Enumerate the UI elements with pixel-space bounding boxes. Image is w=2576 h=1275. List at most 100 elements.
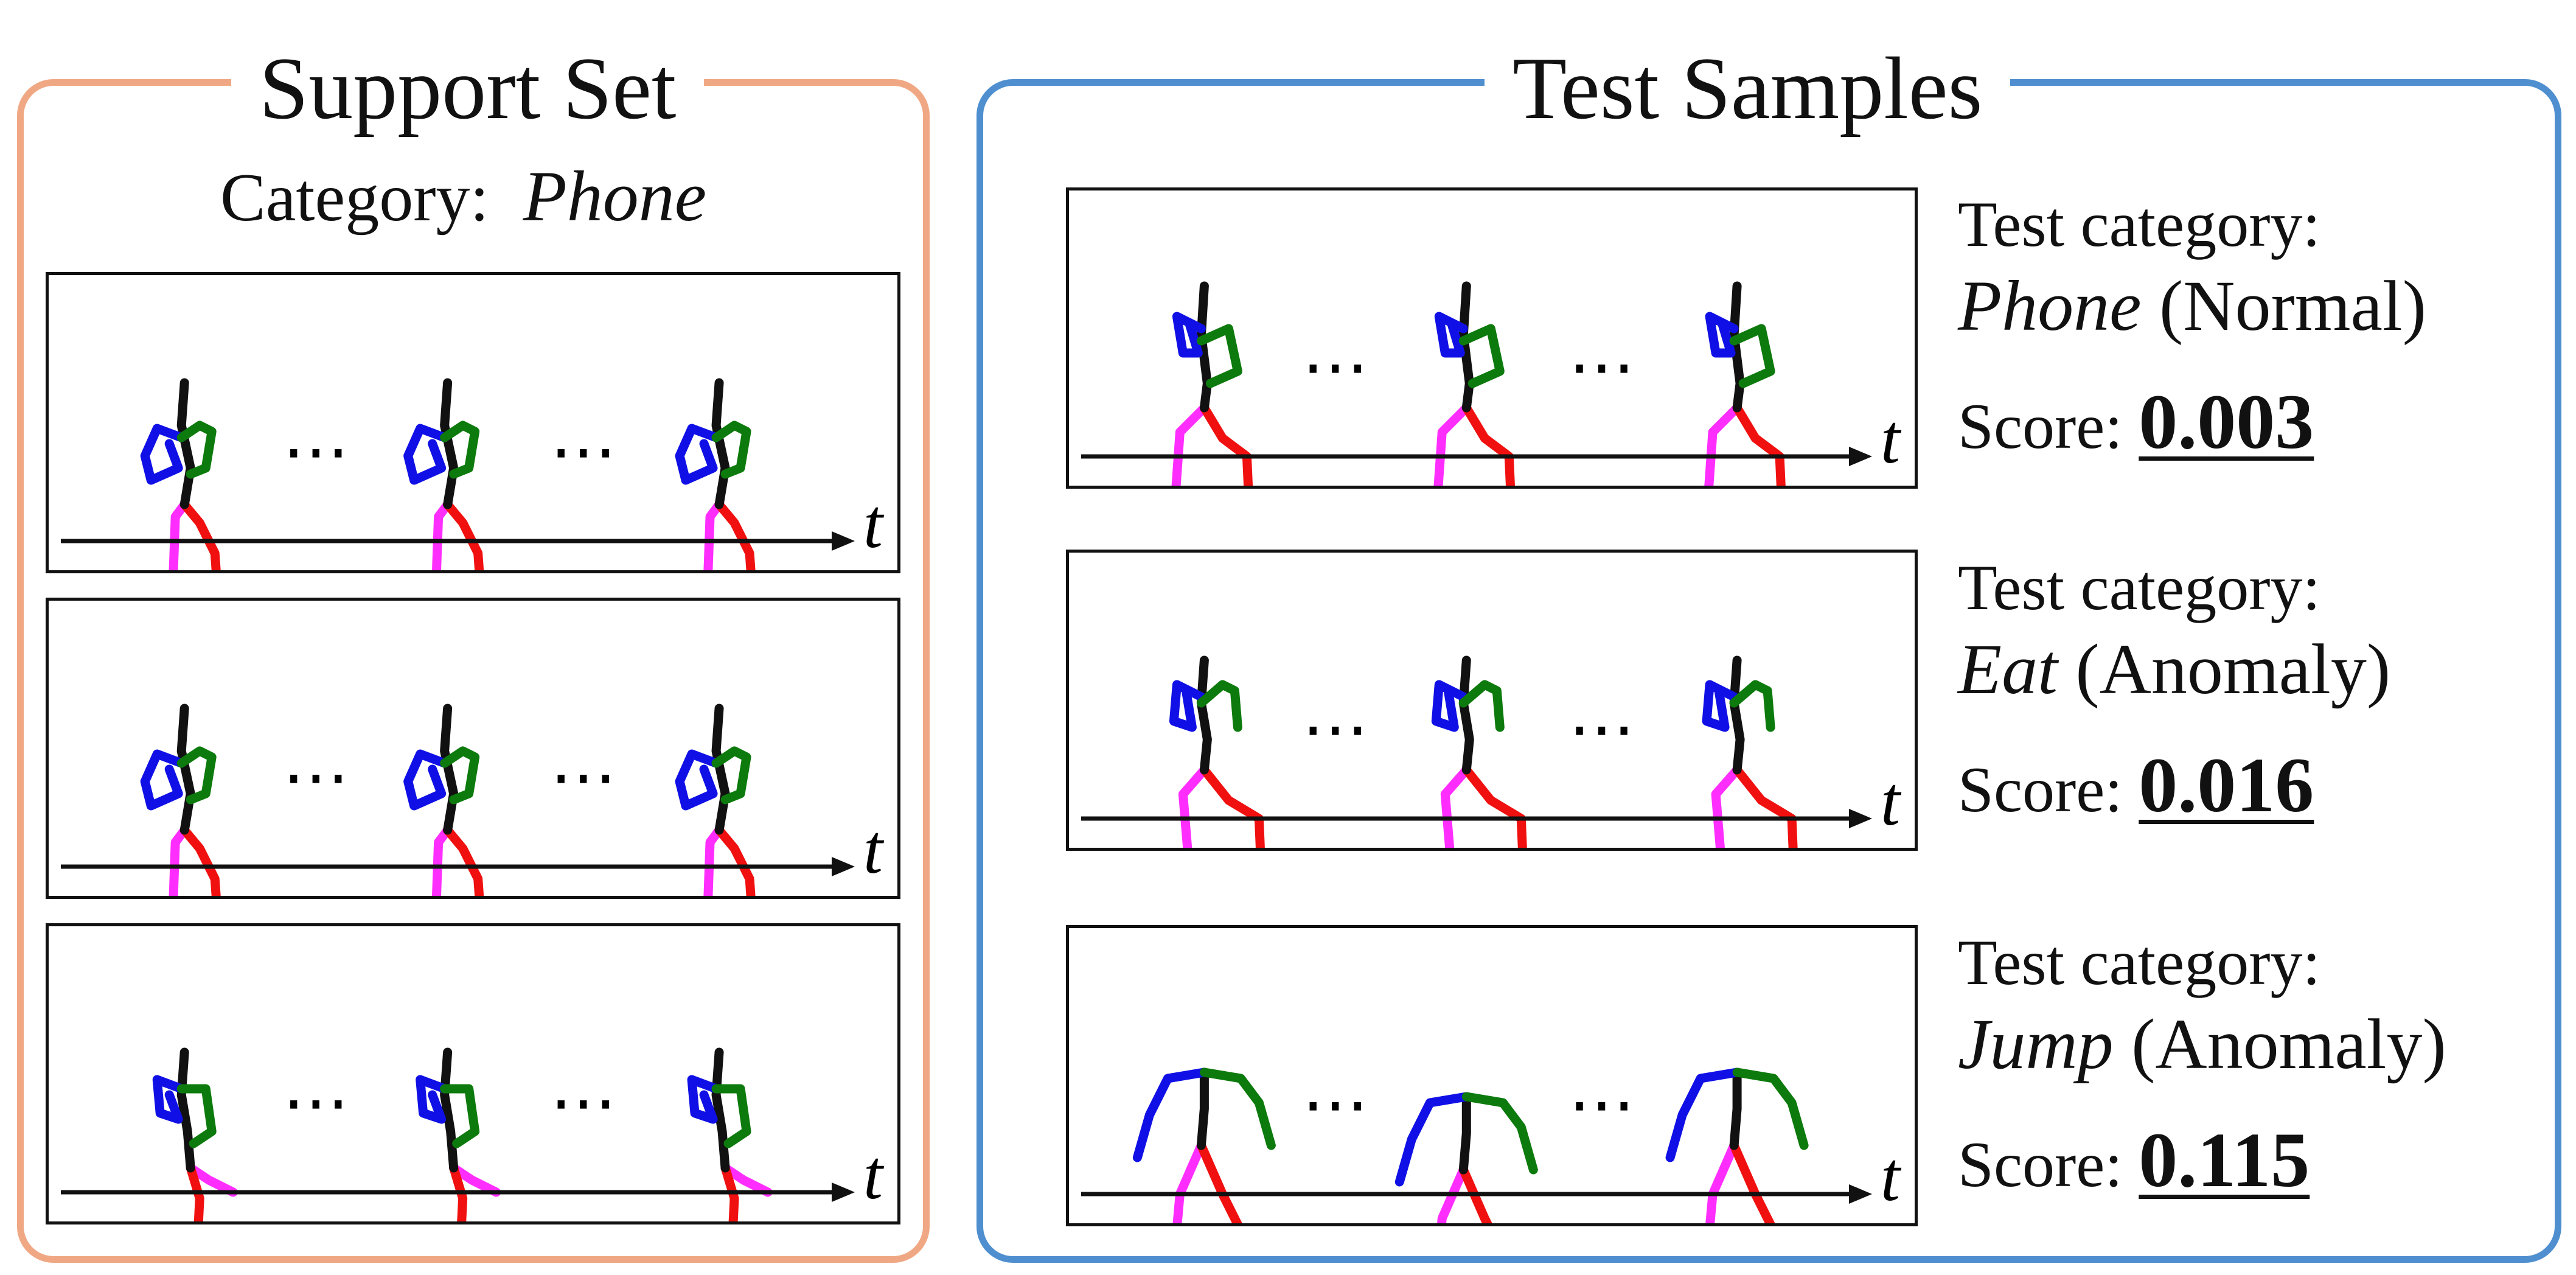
test-category-label: Test category: bbox=[1958, 927, 2320, 998]
test-sequence-phone: ⋯ ⋯ t bbox=[1066, 187, 1918, 489]
skeleton-limb bbox=[1196, 1141, 1242, 1223]
time-axis-label: t bbox=[1881, 1138, 1902, 1215]
skeleton-limb bbox=[1729, 1067, 1742, 1150]
skeleton-limb bbox=[1458, 655, 1474, 775]
test-info-3: Test category: Jump (Anomaly) Score: 0.1… bbox=[1958, 927, 2446, 1210]
support-sequence-1: ⋯ ⋯ t bbox=[46, 272, 900, 573]
skeleton-limb bbox=[449, 1163, 501, 1197]
ellipsis: ⋯ bbox=[550, 412, 617, 490]
time-axis-label: t bbox=[863, 485, 885, 562]
skeleton-limb bbox=[711, 421, 751, 479]
test-category-name: Jump (Anomaly) bbox=[1958, 999, 2446, 1090]
test-category-status: (Anomaly) bbox=[2075, 629, 2391, 709]
ellipsis: ⋯ bbox=[550, 1063, 617, 1141]
skeleton-limb bbox=[176, 746, 217, 805]
time-axis-arrow bbox=[1849, 447, 1872, 466]
skeleton-limb bbox=[703, 500, 724, 570]
skeleton-limb bbox=[711, 746, 751, 805]
skeleton-limb bbox=[1196, 655, 1212, 775]
time-axis-arrow bbox=[832, 1182, 855, 1202]
skeleton-limb bbox=[1199, 403, 1253, 486]
test-sequence-jump: ⋯⋯t bbox=[1066, 925, 1918, 1226]
skeleton-limb bbox=[152, 1075, 186, 1124]
skeleton-limb bbox=[1729, 680, 1775, 732]
test-category-name: Eat (Anomaly) bbox=[1958, 624, 2390, 715]
skeleton-limb bbox=[1196, 324, 1242, 388]
skeleton-limb bbox=[1732, 403, 1786, 486]
skeleton-limb bbox=[675, 749, 721, 811]
skeleton-limb bbox=[714, 500, 756, 570]
skeleton-limb bbox=[1169, 680, 1206, 732]
skeleton-limb bbox=[711, 1047, 730, 1173]
skeleton-limb bbox=[169, 825, 189, 896]
skeleton-limb bbox=[403, 424, 450, 485]
skeleton-limb bbox=[1729, 281, 1745, 413]
skeleton-limb bbox=[176, 704, 195, 835]
skeleton-limb bbox=[1172, 312, 1206, 358]
support-sequence-2-figures: ⋯ ⋯ t bbox=[61, 704, 885, 896]
support-sequence-1-figures: ⋯ ⋯ t bbox=[61, 378, 885, 570]
test-sequence-eat-figures: ⋯⋯t bbox=[1081, 655, 1902, 848]
skeleton-limb bbox=[1437, 1165, 1468, 1223]
test-category-name: Phone (Normal) bbox=[1958, 260, 2426, 352]
skeleton-limb bbox=[440, 1084, 480, 1148]
ellipsis: ⋯ bbox=[550, 738, 617, 816]
ellipsis: ⋯ bbox=[1568, 327, 1635, 405]
skeleton-limb bbox=[1461, 403, 1515, 486]
ellipsis: ⋯ bbox=[1568, 690, 1635, 767]
skeleton-limb bbox=[432, 825, 453, 896]
skeleton-limb bbox=[1394, 1092, 1471, 1187]
skeleton-limb bbox=[176, 421, 217, 479]
skeleton-limb bbox=[1705, 1141, 1739, 1223]
skeleton-limb bbox=[1431, 680, 1468, 732]
time-axis-label: t bbox=[1881, 763, 1902, 840]
time-axis-arrow bbox=[832, 857, 855, 876]
time-axis-label: t bbox=[863, 811, 885, 888]
skeleton-limb bbox=[1458, 1165, 1492, 1223]
score-value: 0.115 bbox=[2139, 1117, 2310, 1203]
skeleton-limb bbox=[443, 500, 484, 570]
test-category-status: (Normal) bbox=[2159, 266, 2426, 346]
skeleton-limb bbox=[1711, 765, 1742, 848]
skeleton-limb bbox=[140, 749, 186, 811]
skeleton-limb bbox=[1178, 765, 1209, 848]
skeleton-limb bbox=[1729, 324, 1775, 388]
skeleton-limb bbox=[440, 421, 480, 479]
skeleton-limb bbox=[1458, 1092, 1471, 1175]
support-category-label: Category: bbox=[220, 160, 489, 236]
ellipsis: ⋯ bbox=[282, 738, 349, 816]
skeleton-limb bbox=[1199, 765, 1265, 848]
score-line: Score: 0.003 bbox=[1958, 376, 2426, 472]
skeleton-limb bbox=[179, 825, 221, 896]
skeleton-limb bbox=[1732, 1067, 1809, 1150]
test-info-2: Test category: Eat (Anomaly) Score: 0.01… bbox=[1958, 552, 2390, 836]
skeleton-limb bbox=[1440, 765, 1471, 848]
ellipsis: ⋯ bbox=[282, 1063, 349, 1141]
skeleton-limb bbox=[1665, 1067, 1742, 1162]
skeleton-limb bbox=[440, 746, 480, 805]
test-sequence-phone-figures: ⋯ ⋯ t bbox=[1081, 281, 1902, 486]
skeleton-limb bbox=[675, 424, 721, 485]
skeleton-limb bbox=[440, 704, 459, 835]
ellipsis: ⋯ bbox=[282, 412, 349, 490]
test-category-value: Eat bbox=[1958, 629, 2058, 709]
test-category-value: Phone bbox=[1958, 266, 2142, 346]
skeleton-limb bbox=[1434, 312, 1468, 358]
skeleton-limb bbox=[1196, 1067, 1209, 1150]
skeleton-limb bbox=[1461, 765, 1527, 848]
test-sequence-eat: ⋯⋯t bbox=[1066, 550, 1918, 851]
skeleton-limb bbox=[711, 704, 730, 835]
score-value: 0.003 bbox=[2139, 379, 2314, 465]
skeleton-limb bbox=[1702, 680, 1739, 732]
skeleton-limb bbox=[1196, 680, 1242, 732]
skeleton-limb bbox=[440, 378, 459, 509]
skeleton-limb bbox=[1458, 281, 1474, 413]
ellipsis: ⋯ bbox=[1302, 327, 1369, 405]
skeleton-limb bbox=[140, 424, 186, 485]
skeleton-limb bbox=[1172, 1141, 1206, 1223]
skeleton-limb bbox=[1132, 1067, 1209, 1162]
score-label: Score: bbox=[1958, 1129, 2123, 1200]
skeleton-limb bbox=[1704, 403, 1742, 486]
score-value: 0.016 bbox=[2139, 742, 2314, 828]
time-axis-label: t bbox=[1881, 400, 1902, 478]
